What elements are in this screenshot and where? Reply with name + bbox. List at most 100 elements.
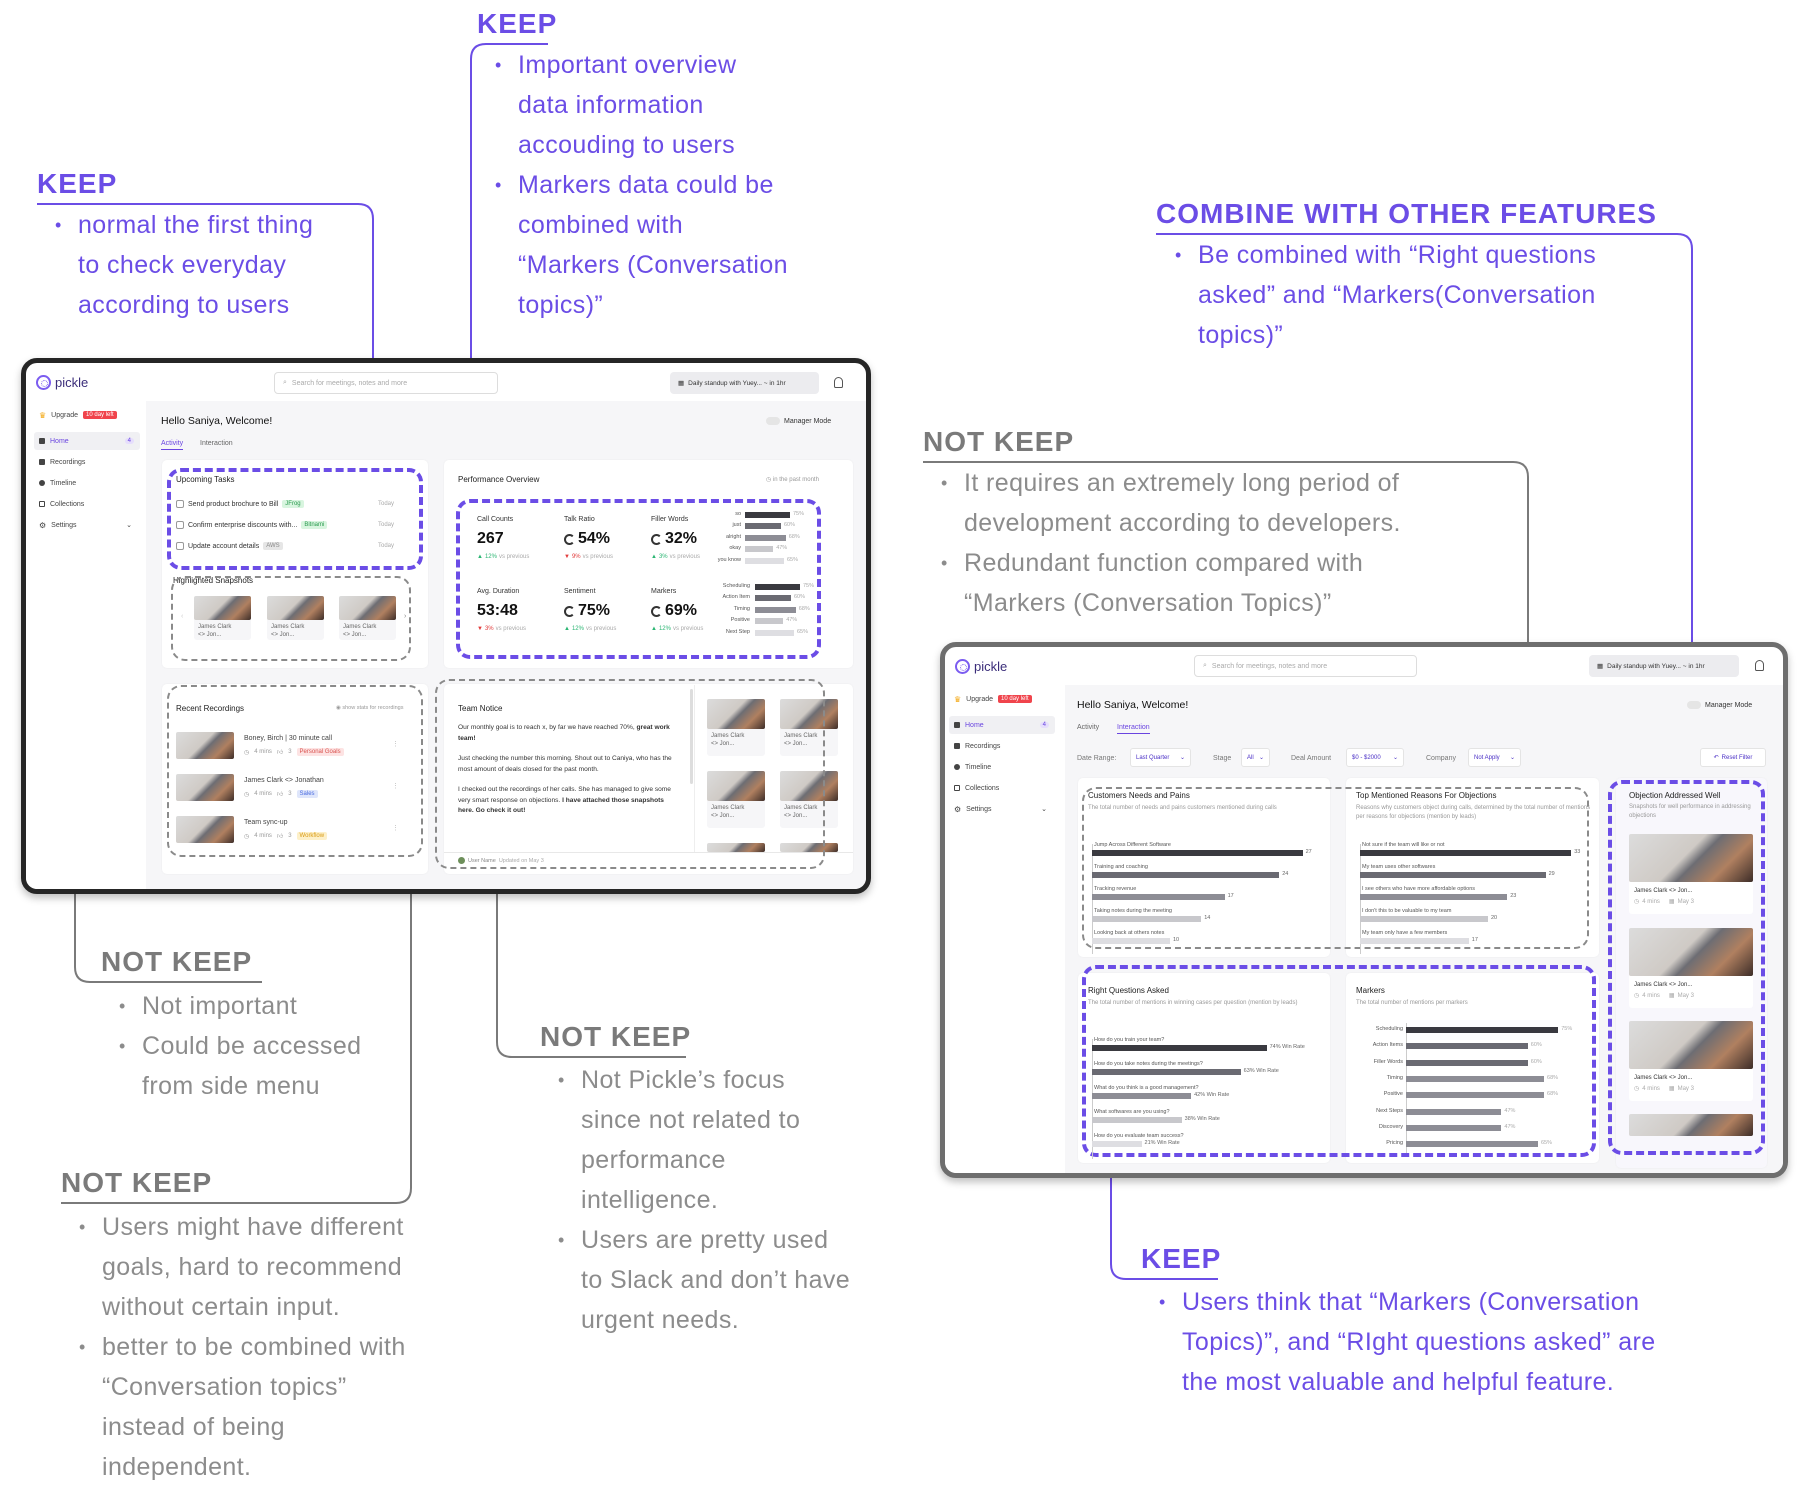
change-value: 3% [484,626,494,632]
upcoming-meeting-button[interactable]: ▦Daily standup with Yuey... ~ in 1hr [670,372,819,394]
highlight-notkeep-snapshots [171,576,411,661]
stage-select[interactable]: All⌄ [1241,748,1270,767]
toggle-switch[interactable] [1687,701,1701,709]
snapshot-card[interactable]: James Clark <> Jon...◷4 mins▦May 3 [1629,834,1753,914]
bar-label: Positive [1383,1091,1403,1098]
annotation-heading: COMBINE WITH OTHER FEATURES [1156,198,1657,229]
snapshot-card[interactable]: James Clark<> Jon... [707,771,765,828]
notice-scrollbar[interactable] [690,689,693,784]
annotation-bullet: Important overview data information acco… [495,45,788,165]
snapshot-card[interactable]: James Clark <> Jon...◷4 mins▦May 3 [1629,927,1753,1008]
notice-text: I checked out the recordings of her call… [458,786,671,804]
reset-filter-button[interactable]: ↶Reset Filter [1700,748,1766,767]
bar-label: Discovery [1378,1123,1403,1130]
sidebar-item-label: Settings [51,521,77,529]
user-icon[interactable] [834,377,843,388]
kebab-menu-icon[interactable]: ⋮ [392,825,399,832]
bar-value: 17 [1227,893,1234,899]
sidebar-item-settings[interactable]: ⚙Settings⌄ [949,800,1055,818]
arrow-up-icon: ▲ [477,554,483,560]
markers-card [1346,973,1599,1163]
snapshot-card[interactable]: James Clark<> Jon... [780,699,838,756]
carousel-prev-icon[interactable]: ‹ [181,613,184,620]
bar-label: Training and coaching [1094,864,1148,870]
sidebar-item-timeline[interactable]: Timeline [949,758,1055,776]
metric-value: 69% [651,602,697,620]
logo[interactable]: pickle [955,659,1007,674]
kebab-menu-icon[interactable]: ⋮ [392,741,399,748]
search-input[interactable]: ⌕Search for meetings, notes and more [1194,655,1417,677]
annotation-bullet: Could be accessed from side menu [119,1026,361,1106]
kebab-menu-icon[interactable]: ⋮ [392,783,399,790]
sidebar-item-settings[interactable]: ⚙Settings⌄ [34,516,140,534]
recording-title[interactable]: Team sync-up [244,819,288,826]
company-select[interactable]: Not Apply⌄ [1468,748,1521,767]
bar-value: 68% [1547,1091,1559,1098]
metric-label: Markers [651,588,677,595]
task-checkbox[interactable] [176,521,184,529]
bar-value: 47% [1504,1107,1516,1114]
snapshot-card[interactable]: James Clark<> Jon... [194,596,251,640]
sidebar-item-label: Recordings [965,742,1001,750]
arrow-up-icon: ▲ [651,626,657,632]
highlight-notkeep-notice [435,679,825,869]
snapshot-card[interactable]: James Clark<> Jon... [707,699,765,756]
bar [1360,916,1488,922]
thumbs-up-icon: 👍︎ [276,792,284,798]
sidebar-item-collections[interactable]: Collections [949,779,1055,797]
deal-amount-select[interactable]: $0 - $2000⌄ [1346,748,1404,767]
tab-activity[interactable]: Activity [1077,724,1100,731]
sidebar-item-label: Collections [965,784,1000,792]
search-input[interactable]: ⌕Search for meetings, notes and more [274,372,498,394]
tab-activity[interactable]: Activity [161,440,184,450]
chart-axis [1092,1039,1093,1159]
carousel-next-icon[interactable]: › [404,613,407,620]
bar-label: My team uses other softwares [1362,864,1436,870]
task-checkbox[interactable] [176,542,184,550]
sidebar-item-timeline[interactable]: Timeline [34,474,140,492]
show-stats-link[interactable]: ◉ show stats for recordings [336,705,403,711]
metric-value: 75% [564,602,610,620]
snapshot-card[interactable]: James Clark<> Jon... [780,771,838,828]
card-title: Customers Needs and Pains [1088,791,1190,800]
bar-value: 60% [784,522,796,529]
arrow-up-icon: ▲ [651,554,657,560]
toggle-switch[interactable] [766,417,780,425]
tab-interaction[interactable]: Interaction [1117,724,1150,734]
snapshot-meta: ◷4 mins▦May 3 [1629,898,1753,906]
metric-label: Talk Ratio [564,516,595,523]
sidebar-item-label: Timeline [50,479,77,487]
sidebar-item-label: Timeline [965,763,992,771]
snapshot-card[interactable]: James Clark<> Jon... [267,596,324,640]
recording-title[interactable]: Boney, Birch | 30 minute call [244,735,333,742]
bar-label: I don't this to be valuable to my team [1362,908,1452,914]
snapshot-meta: ◷4 mins▦May 3 [1629,1085,1753,1093]
task-item[interactable]: Confirm enterprise discounts with...Bitn… [176,521,328,529]
change-value: 12% [484,554,497,560]
snapshot-thumbnail [1629,1114,1753,1136]
bar [1092,1117,1182,1123]
manager-mode-toggle[interactable]: Manager Mode [766,417,831,425]
snapshot-card[interactable]: James Clark<> Jon... [339,596,396,640]
task-checkbox[interactable] [176,500,184,508]
user-icon[interactable] [1755,660,1764,671]
manager-mode-toggle[interactable]: Manager Mode [1687,701,1752,709]
task-due: Today [378,522,395,528]
sidebar-item-collections[interactable]: Collections [34,495,140,513]
date-range-select[interactable]: Last Quarter⌄ [1130,748,1191,767]
tab-interaction[interactable]: Interaction [200,440,233,447]
bar [1092,1141,1142,1147]
sidebar-item-recordings[interactable]: Recordings [34,453,140,471]
sidebar-item-recordings[interactable]: Recordings [949,737,1055,755]
recording-title[interactable]: James Clark <> Jonathan [244,777,324,784]
snapshot-card[interactable]: James Clark <> Jon...◷4 mins▦May 3 [1629,1021,1753,1101]
footer-user: User Name [468,857,496,864]
upcoming-meeting-button[interactable]: ▦Daily standup with Yuey... ~ in 1hr [1589,655,1739,677]
logo[interactable]: pickle [36,375,88,390]
